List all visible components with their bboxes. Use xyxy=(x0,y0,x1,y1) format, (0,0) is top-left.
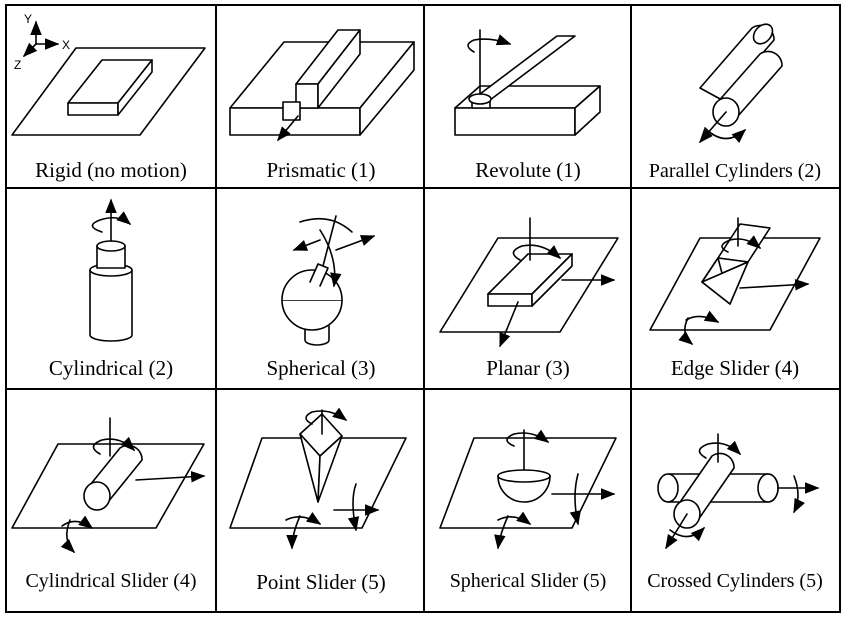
caption-point-slider: Point Slider (5) xyxy=(256,570,386,594)
caption-spherical-slider: Spherical Slider (5) xyxy=(449,570,607,592)
spherical-slider-illustration xyxy=(439,429,617,550)
prismatic-illustration xyxy=(229,29,415,142)
axis-z-label: Z xyxy=(14,58,22,72)
parallel-cylinders-illustration xyxy=(699,23,783,144)
rigid-illustration xyxy=(11,20,206,136)
caption-parallel-cylinders: Parallel Cylinders (2) xyxy=(648,160,822,182)
cylindrical-illustration xyxy=(89,198,133,342)
caption-spherical: Spherical (3) xyxy=(266,356,376,380)
caption-crossed-cylinders: Crossed Cylinders (5) xyxy=(647,570,823,592)
axis-y-label: Y xyxy=(24,12,33,26)
caption-revolute: Revolute (1) xyxy=(475,158,581,182)
point-slider-illustration xyxy=(229,407,407,550)
caption-cylindrical: Cylindrical (2) xyxy=(48,356,174,380)
axis-x-label: X xyxy=(62,38,71,52)
edge-slider-illustration xyxy=(649,217,821,345)
caption-rigid: Rigid (no motion) xyxy=(35,158,187,182)
cylindrical-slider-illustration xyxy=(11,417,206,554)
revolute-illustration xyxy=(454,29,601,136)
caption-edge-slider: Edge Slider (4) xyxy=(670,356,800,380)
crossed-cylinders-illustration xyxy=(657,433,820,550)
caption-cylindrical-slider: Cylindrical Slider (4) xyxy=(25,570,197,592)
planar-illustration xyxy=(439,217,619,348)
caption-planar: Planar (3) xyxy=(486,356,570,380)
spherical-illustration xyxy=(281,215,376,346)
caption-prismatic: Prismatic (1) xyxy=(266,158,376,182)
grid-lines xyxy=(5,4,841,613)
